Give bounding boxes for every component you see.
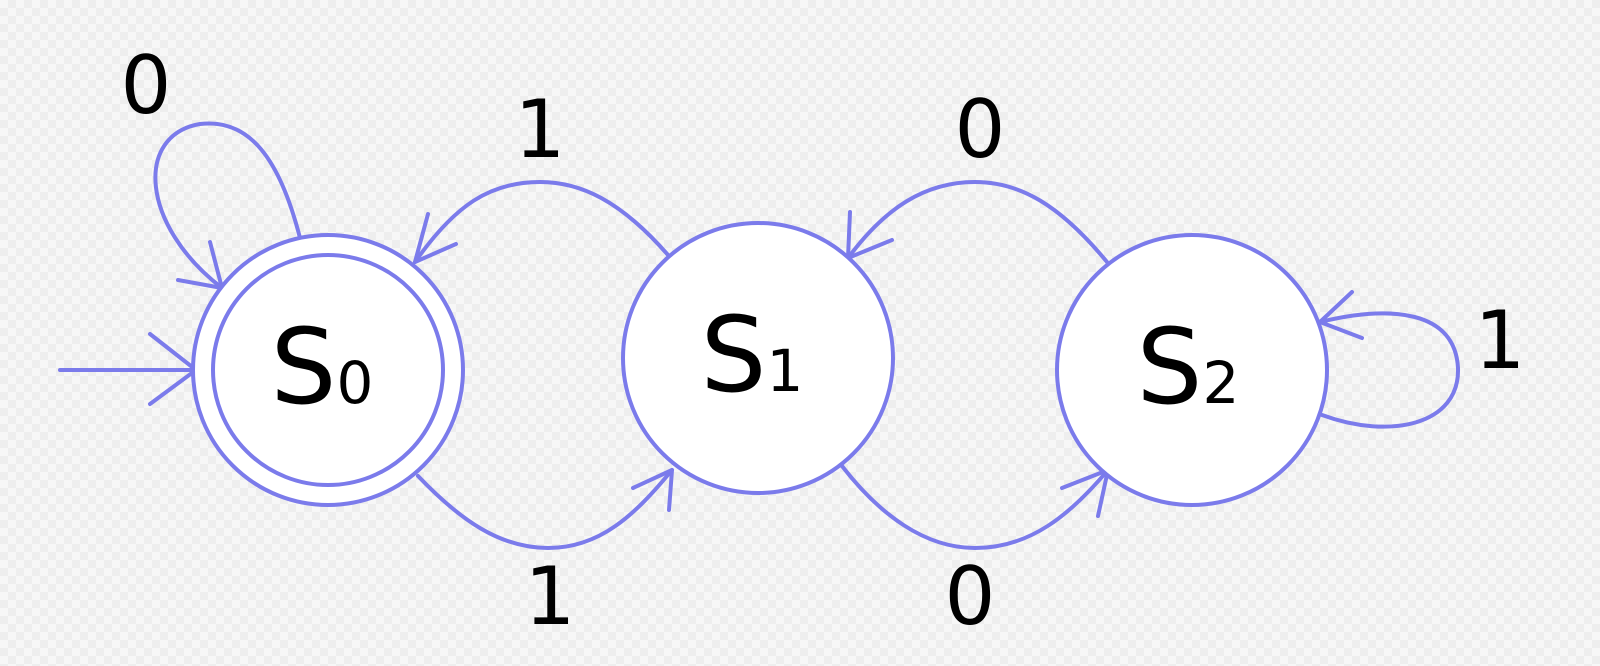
state-s0-label: S0 — [271, 306, 374, 428]
edge-s0-s1 — [416, 468, 674, 550]
state-s0: S0 — [191, 233, 465, 507]
edge-s1-s0 — [413, 180, 670, 264]
state-s1-ring — [621, 221, 895, 495]
state-s0-inner-ring — [211, 253, 445, 487]
edge-s1-s2 — [840, 464, 1110, 550]
state-s1-label: S1 — [701, 294, 804, 416]
edge-label-s0-s0: 0 — [121, 39, 172, 132]
edge-label-s1-s0: 1 — [515, 83, 566, 176]
state-s1-letter: S — [701, 294, 767, 416]
edge-s2-s1 — [846, 180, 1109, 264]
start-arrow — [58, 332, 198, 406]
state-s2: S2 — [1055, 233, 1329, 507]
edge-label-s2-s1: 0 — [955, 83, 1006, 176]
state-s2-subscript: 2 — [1203, 349, 1240, 417]
state-s2-ring — [1055, 233, 1329, 507]
state-s2-label: S2 — [1137, 306, 1240, 428]
edge-s2-s2 — [1318, 290, 1461, 429]
state-s0-subscript: 0 — [337, 349, 374, 417]
edge-label-s1-s2: 0 — [945, 550, 996, 643]
state-s0-letter: S — [271, 306, 337, 428]
state-s1: S1 — [621, 221, 895, 495]
state-s1-subscript: 1 — [767, 337, 804, 405]
edge-label-s2-s2: 1 — [1475, 294, 1526, 387]
state-s2-letter: S — [1137, 306, 1203, 428]
edge-label-s0-s1: 1 — [525, 550, 576, 643]
